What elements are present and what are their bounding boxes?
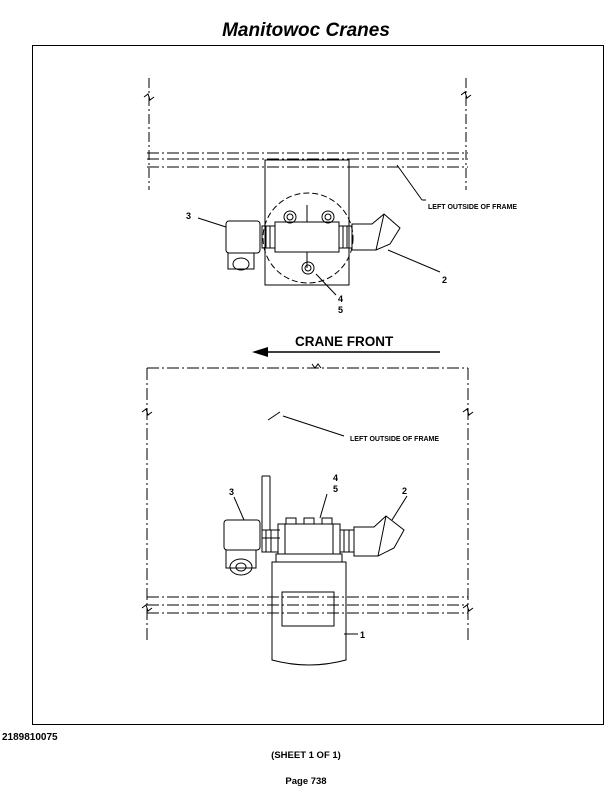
callout-1: 1 (360, 630, 365, 640)
callout-2: 2 (402, 486, 407, 496)
callout-3: 3 (229, 487, 234, 497)
callout-3: 3 (186, 211, 191, 221)
sheet-indicator: (SHEET 1 OF 1) (271, 750, 341, 761)
drawing-border (32, 45, 604, 725)
crane-front-label: CRANE FRONT (295, 334, 394, 349)
frame-label: LEFT OUTSIDE OF FRAME (350, 436, 439, 443)
top-view-labels: 3 2 4 5 LEFT OUTSIDE OF FRAME (186, 204, 517, 315)
top-view (143, 78, 472, 296)
callout-4: 4 (338, 294, 343, 304)
frame-label: LEFT OUTSIDE OF FRAME (428, 204, 517, 211)
direction-arrow-icon (252, 347, 268, 357)
page-title: Manitowoc Cranes (222, 20, 390, 41)
callout-5: 5 (338, 305, 343, 315)
callout-5: 5 (333, 484, 338, 494)
crane-front-indicator: CRANE FRONT (252, 334, 440, 357)
document-number: 2189810075 (2, 732, 58, 743)
callout-4: 4 (333, 473, 338, 483)
side-view-labels: 4 5 3 2 1 LEFT OUTSIDE OF FRAME (229, 436, 439, 640)
side-view (141, 363, 474, 666)
callout-2: 2 (442, 275, 447, 285)
page-number: Page 738 (285, 776, 327, 787)
